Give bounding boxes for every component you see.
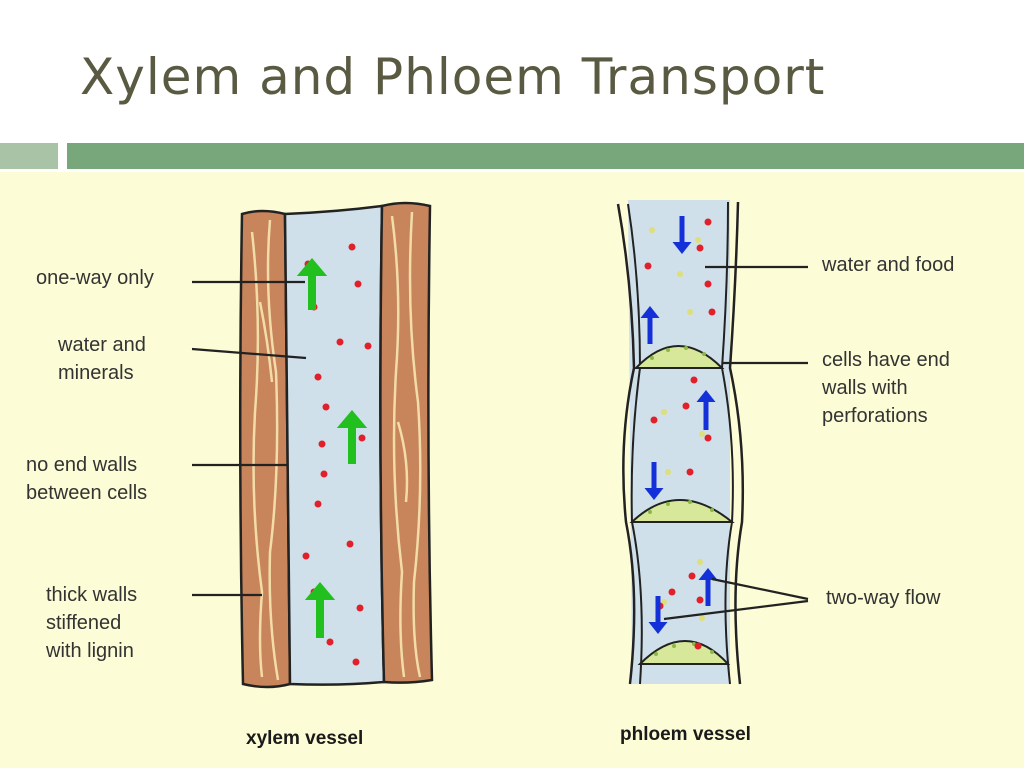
- blue-down-arrow-icon: [672, 242, 692, 254]
- blue-up-arrow-shaft: [703, 402, 709, 430]
- mineral-particle: [322, 403, 330, 411]
- green-up-arrow-icon: [304, 582, 336, 600]
- green-up-arrow-shaft: [316, 600, 324, 638]
- caption-phloem-vessel: phloem vessel: [620, 724, 751, 745]
- blue-down-arrow-shaft: [679, 216, 685, 242]
- blue-down-arrow-shaft: [651, 462, 657, 488]
- phloem-particle: [694, 642, 702, 650]
- green-up-arrow-icon: [336, 410, 368, 428]
- mineral-particle: [364, 342, 372, 350]
- phloem-outer-right-wall: [728, 201, 745, 685]
- mineral-particle: [326, 638, 334, 646]
- label-two-way-flow: two-way flow: [826, 587, 941, 609]
- blue-up-arrow-shaft: [647, 318, 653, 344]
- caption-xylem-vessel: xylem vessel: [246, 728, 364, 749]
- blue-down-arrow-shaft: [655, 596, 661, 622]
- phloem-particle: [704, 434, 712, 442]
- phloem-particle: [668, 588, 676, 596]
- blue-down-arrow-icon: [644, 488, 664, 500]
- leader-two-way-2: [663, 599, 809, 621]
- phloem-particle: [708, 308, 716, 316]
- blue-up-arrow-icon: [698, 568, 718, 580]
- phloem-outer-left-wall: [616, 203, 636, 685]
- phloem-particle: [704, 280, 712, 288]
- xylem-lumen: [283, 204, 386, 686]
- blue-up-arrow-shaft: [705, 580, 711, 606]
- phloem-inner-right-wall: [720, 201, 734, 685]
- leader-lines: [191, 265, 809, 621]
- mineral-particle: [320, 470, 328, 478]
- phloem-particle: [686, 468, 694, 476]
- leader-water-minerals: [191, 347, 307, 360]
- mineral-particle: [302, 552, 310, 560]
- sieve-plate-3: [637, 640, 731, 665]
- xylem-vessel: [238, 201, 434, 689]
- xylem-right-wall: [379, 201, 434, 684]
- slide-title: Xylem and Phloem Transport: [80, 48, 826, 106]
- diagram-panel: one-way only water and minerals no end w…: [0, 172, 1024, 768]
- xylem-flow-arrows: [296, 258, 368, 638]
- label-no-end-walls: no end walls between cells: [26, 454, 148, 504]
- phloem-lumen: [628, 200, 730, 684]
- green-up-arrow-shaft: [348, 428, 356, 464]
- mineral-particle: [314, 373, 322, 381]
- mineral-particle: [314, 500, 322, 508]
- mineral-particle: [346, 540, 354, 548]
- phloem-particle: [690, 376, 698, 384]
- phloem-vessel: [616, 200, 745, 685]
- phloem-particle: [688, 572, 696, 580]
- mineral-particle: [318, 440, 326, 448]
- phloem-particle: [696, 244, 704, 252]
- green-up-arrow-icon: [296, 258, 328, 276]
- label-cells-have-end-walls: cells have end walls with perforations: [822, 349, 950, 427]
- label-thick-walls: thick walls stiffened with lignin: [46, 584, 138, 662]
- leader-two-way-1: [711, 577, 809, 601]
- mineral-particle: [352, 658, 360, 666]
- phloem-flow-arrows: [640, 216, 718, 634]
- phloem-particle: [682, 402, 690, 410]
- lignin-streaks: [250, 211, 422, 681]
- phloem-particle: [644, 262, 652, 270]
- phloem-particles: [644, 218, 716, 650]
- phloem-particle: [704, 218, 712, 226]
- sieve-plate-1: [633, 345, 725, 369]
- title-accent-bar-small: [0, 143, 58, 169]
- blue-down-arrow-icon: [648, 622, 668, 634]
- label-water-and-food: water and food: [822, 254, 955, 276]
- food-particles: [649, 227, 705, 621]
- label-one-way-only: one-way only: [36, 267, 154, 289]
- green-up-arrow-shaft: [308, 276, 316, 310]
- phloem-particle: [650, 416, 658, 424]
- phloem-inner-left-wall: [627, 203, 643, 685]
- title-accent-bar: [67, 143, 1024, 169]
- blue-up-arrow-icon: [696, 390, 716, 402]
- label-water-and-minerals: water and minerals: [58, 334, 146, 384]
- mineral-particle: [356, 604, 364, 612]
- transport-diagram: [191, 200, 809, 689]
- xylem-left-wall: [238, 209, 292, 689]
- mineral-particle: [336, 338, 344, 346]
- phloem-particle: [696, 596, 704, 604]
- mineral-particle: [358, 434, 366, 442]
- sieve-plate-2: [629, 499, 735, 523]
- mineral-particle: [354, 280, 362, 288]
- blue-up-arrow-icon: [640, 306, 660, 318]
- mineral-particle: [348, 243, 356, 251]
